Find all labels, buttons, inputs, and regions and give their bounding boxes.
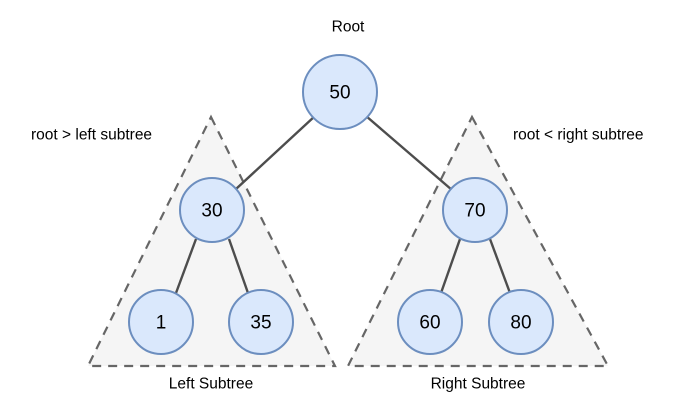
node-right-leaf-2[interactable] [488,289,554,355]
left-subtree-annotation: root > left subtree [31,127,152,144]
root-caption: Root [332,19,365,36]
edge-right-to-leaf-2 [488,238,512,294]
edge-root-to-right [365,115,453,191]
node-right-root[interactable] [442,177,508,243]
node-right-leaf-2-value: 80 [510,313,531,334]
node-left-leaf-1-value: 1 [156,313,167,334]
edge-root-to-left [235,115,316,190]
node-root-value: 50 [329,83,350,104]
node-left-leaf-2-value: 35 [250,313,271,334]
node-right-root-value: 70 [464,201,485,222]
node-right-leaf-1[interactable] [397,289,463,355]
right-subtree-caption: Right Subtree [431,376,526,393]
node-right-leaf-1-value: 60 [419,313,440,334]
left-subtree-caption: Left Subtree [169,376,253,393]
node-root[interactable] [302,54,378,130]
node-left-root-value: 30 [201,201,222,222]
node-left-root[interactable] [179,177,245,243]
edge-right-to-leaf-1 [439,238,462,294]
node-left-leaf-1[interactable] [128,289,194,355]
right-subtree-annotation: root < right subtree [513,127,644,144]
edge-left-to-leaf-2 [227,238,250,294]
edge-left-to-leaf-1 [174,238,198,294]
node-left-leaf-2[interactable] [228,289,294,355]
